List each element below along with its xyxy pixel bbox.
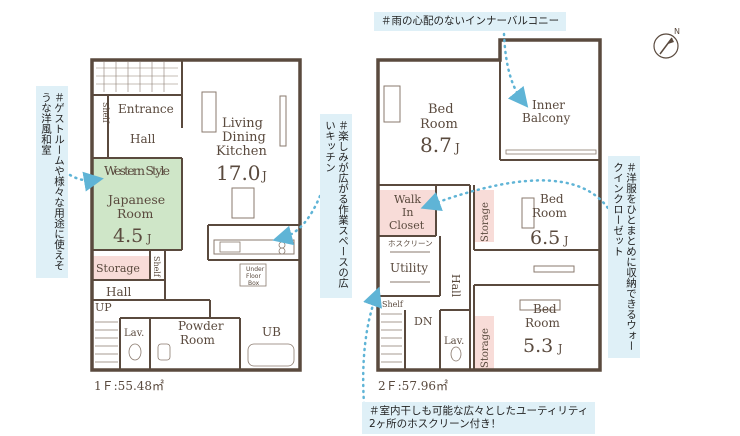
japanese-label-2: Room [117, 206, 153, 221]
japanese-size: 4.5 [113, 225, 143, 247]
arrow-kitchen [272, 194, 322, 246]
storage-floor-1f [92, 256, 150, 280]
walkin-label-1: Walk [394, 193, 421, 206]
callout-guest-room: ＃ゲストルームや様々な用途に使えそうな洋風和室 [36, 86, 68, 278]
lav-1f-label: Lav. [124, 328, 144, 339]
under-floor-label-3: Box [248, 280, 260, 287]
powder-label-1: Powder [178, 319, 224, 333]
bed3-size-unit: J [557, 342, 562, 355]
bed1-label-2: Room [420, 117, 458, 132]
toilet-1f [128, 343, 142, 361]
washbasin-1f [157, 343, 171, 361]
storage-1f-label: Storage [96, 262, 140, 275]
bed3-label-2: Room [525, 316, 560, 330]
under-floor-label-2: Floor [246, 273, 261, 280]
shelf-side-label: Shelf [152, 256, 161, 278]
storage-a-label: Storage [480, 202, 491, 242]
japanese-size-unit: J [146, 232, 151, 245]
toilet-2f [450, 346, 462, 362]
callout-utility-line2: 2ヶ所のホスクリーン付き！ [369, 418, 502, 430]
dn-label: DN [414, 315, 433, 328]
japanese-label-1: Japanese [106, 192, 165, 207]
compass-icon: N [653, 27, 680, 59]
hoscreen-label: ホスクリーン [388, 239, 433, 248]
arrow-guest-room [68, 171, 104, 192]
svg-text:N: N [674, 27, 680, 36]
ldk-label-3: Kitchen [216, 144, 267, 159]
callout-kitchen: ＃楽しみが広がる作業スペースの広いキッチン [320, 114, 352, 298]
shelf-2f-label: Shelf [382, 300, 404, 309]
japanese-room-floor [92, 158, 182, 250]
stairs-1f [95, 321, 118, 363]
hall-2f-label: Hall [449, 274, 462, 298]
arrow-balcony [502, 32, 529, 108]
arrow-utility [361, 286, 382, 406]
stove-burner-icon [278, 241, 286, 249]
hall-top-label: Hall [130, 132, 155, 146]
storage-b-floor [474, 316, 494, 370]
hall-bottom-label: Hall [106, 285, 131, 299]
walkin-label-2: In [402, 206, 413, 219]
bed1-size: 8.7 [420, 133, 452, 157]
ldk-label-1: Living [222, 116, 263, 131]
bed-3 [519, 299, 561, 311]
arrow-closet [420, 179, 616, 220]
bed1-label-1: Bed [428, 102, 454, 117]
bed-1 [383, 85, 401, 123]
floor1-area-label: 1Ｆ:55.48㎡ [94, 379, 164, 393]
tv-stand [279, 95, 287, 147]
callout-utility-line1: ＃室内干しも可能な広々としたユーティリティ [369, 405, 589, 417]
bed2-label-1: Bed [540, 192, 564, 206]
ub-label: UB [262, 325, 281, 339]
inner-balcony-label-2: Balcony [522, 111, 570, 125]
kitchen-sink [219, 241, 241, 253]
storage-b-label: Storage [480, 328, 491, 368]
up-label: UP [95, 301, 112, 314]
ldk-size: 17.0 [216, 161, 261, 185]
callout-arrows [68, 32, 616, 406]
ldk-label-2: Dining [222, 130, 266, 145]
sofa [201, 91, 217, 133]
under-floor-box [239, 263, 267, 287]
bed2-size-unit: J [563, 234, 568, 247]
shelf-top-label: Shelf [101, 102, 110, 124]
bed2-size: 6.5 [530, 227, 560, 249]
storage-a-floor [474, 190, 494, 242]
stove-burner-icon [278, 247, 286, 255]
inner-balcony-label-1: Inner [532, 98, 565, 112]
entrance-label: Entrance [118, 102, 174, 116]
bed3-size: 5.3 [523, 335, 553, 357]
floor1-outer-wall [90, 58, 302, 372]
callout-balcony: ＃雨の心配のないインナーバルコニー [374, 12, 567, 31]
bed1-size-unit: J [453, 141, 460, 155]
desk-2 [533, 265, 575, 273]
callout-closet: ＃洋服をひとまとめに収納できるウォークインクローゼット [608, 156, 640, 358]
bed-2 [521, 197, 535, 229]
floor1-plan: Entrance Hall Shelf Western Style Japane… [90, 58, 302, 393]
kitchen-counter [213, 239, 295, 255]
lav-2f-label: Lav. [444, 336, 464, 347]
bed2-label-2: Room [532, 206, 567, 220]
entrance-tiles [96, 62, 178, 92]
walkin-label-3: Closet [389, 219, 425, 232]
bathtub [247, 343, 295, 367]
dining-table [231, 187, 255, 219]
western-label: Western Style [104, 163, 170, 178]
callout-utility: ＃室内干しも可能な広々としたユーティリティ 2ヶ所のホスクリーン付き！ [362, 402, 596, 434]
floor2-area-label: 2Ｆ:57.96㎡ [378, 379, 448, 393]
utility-label: Utility [390, 261, 428, 275]
floor2-plan: Bed Room 8.7 J Inner Balcony Walk In Clo… [376, 38, 602, 393]
ldk-size-unit: J [260, 169, 267, 183]
bed3-label-1: Bed [533, 302, 557, 316]
under-floor-label-1: Under [246, 266, 265, 273]
stairs-2f [381, 313, 402, 363]
balcony-rail [505, 149, 597, 155]
powder-label-2: Room [180, 333, 215, 347]
